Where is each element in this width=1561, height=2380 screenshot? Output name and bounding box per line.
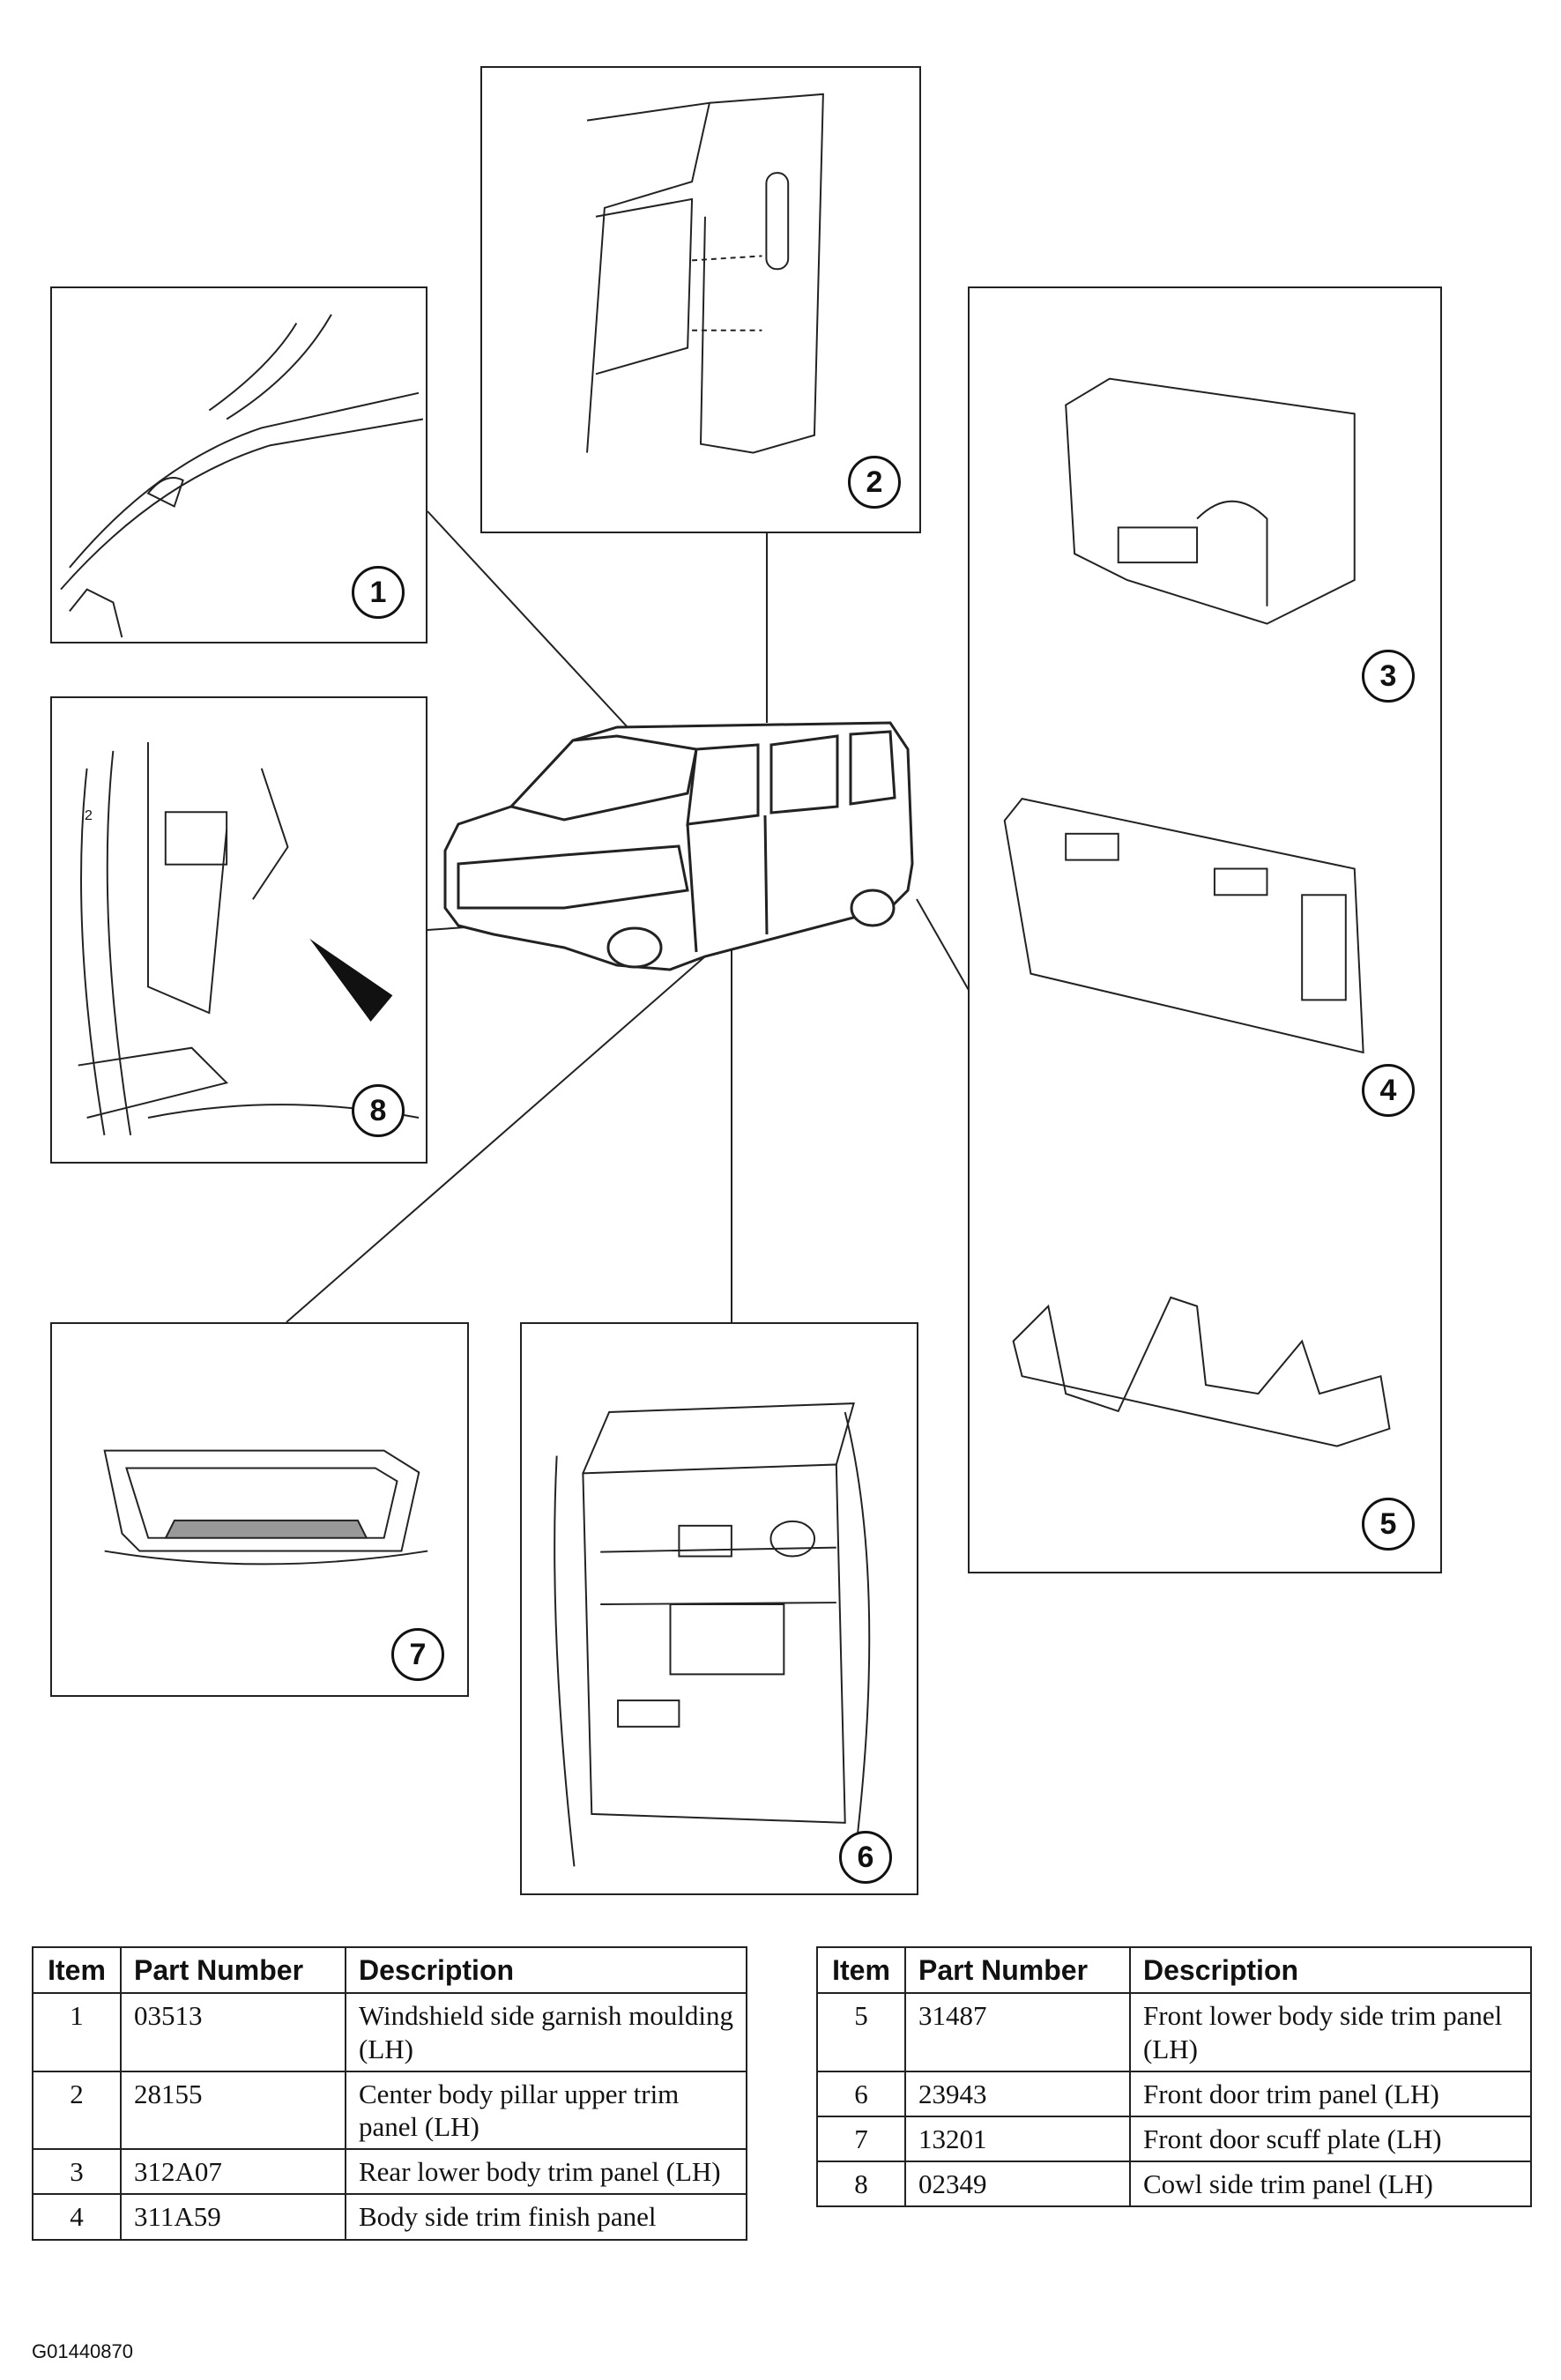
cell-item: 5 <box>816 1992 906 2072</box>
scuff-plate-illustration <box>103 1449 428 1566</box>
cell-description: Front door trim panel (LH) <box>1129 2070 1532 2117</box>
panel-item-6: 6 <box>520 1322 918 1895</box>
parts-table-right: Item Part Number Description 5 31487 Fro… <box>816 1945 1532 2208</box>
cell-item: 6 <box>816 2070 906 2117</box>
callout-2: 2 <box>848 456 901 509</box>
header-item: Item <box>32 1945 122 1995</box>
cell-item: 7 <box>816 2115 906 2163</box>
callout-5: 5 <box>1362 1498 1415 1551</box>
center-pillar-trim-illustration <box>586 93 824 454</box>
header-item: Item <box>816 1945 906 1995</box>
cell-part-number: 31487 <box>904 1992 1131 2072</box>
cowl-side-trim-illustration <box>78 742 420 1135</box>
front-door-trim-illustration <box>554 1402 871 1867</box>
table-row: 1 03513 Windshield side garnish moulding… <box>32 1992 747 2072</box>
figure-id: G01440870 <box>32 2340 133 2362</box>
rear-and-side-trim-illustration <box>1003 377 1391 1447</box>
windshield-garnish-illustration <box>60 314 424 638</box>
cell-item: 2 <box>32 2070 122 2151</box>
callout-7: 7 <box>391 1628 444 1681</box>
callout-4: 4 <box>1362 1064 1415 1117</box>
header-description: Description <box>1129 1945 1532 1995</box>
cell-description: Body side trim finish panel <box>345 2193 747 2241</box>
cell-description: Windshield side garnish moulding (LH) <box>345 1992 747 2072</box>
cell-part-number: 311A59 <box>120 2193 346 2241</box>
header-part-number: Part Number <box>120 1945 346 1995</box>
header-description: Description <box>345 1945 747 1995</box>
table-row: 4 311A59 Body side trim finish panel <box>32 2193 747 2241</box>
cell-part-number: 312A07 <box>120 2148 346 2196</box>
table-row: 2 28155 Center body pillar upper trim pa… <box>32 2070 747 2151</box>
parts-table-left: Item Part Number Description 1 03513 Win… <box>32 1945 747 2241</box>
cell-part-number: 28155 <box>120 2070 346 2151</box>
inset-label: 2 <box>85 808 93 823</box>
cell-part-number: 23943 <box>904 2070 1131 2117</box>
callout-3: 3 <box>1362 650 1415 703</box>
table-row: 7 13201 Front door scuff plate (LH) <box>816 2115 1532 2163</box>
table-row: 3 312A07 Rear lower body trim panel (LH) <box>32 2148 747 2196</box>
leader-3-4-5 <box>916 898 970 993</box>
cell-description: Rear lower body trim panel (LH) <box>345 2148 747 2196</box>
panel-item-8: 2 8 <box>50 696 427 1164</box>
header-part-number: Part Number <box>904 1945 1131 1995</box>
panel-item-1: 1 <box>50 286 427 643</box>
cell-item: 3 <box>32 2148 122 2196</box>
cell-description: Front lower body side trim panel (LH) <box>1129 1992 1532 2072</box>
cell-item: 8 <box>816 2161 906 2208</box>
cell-part-number: 02349 <box>904 2161 1131 2208</box>
cell-part-number: 13201 <box>904 2115 1131 2163</box>
cell-item: 4 <box>32 2193 122 2241</box>
table-row: 8 02349 Cowl side trim panel (LH) <box>816 2161 1532 2208</box>
panel-item-2: 2 <box>480 66 921 533</box>
table-header-row: Item Part Number Description <box>32 1945 747 1995</box>
cell-item: 1 <box>32 1992 122 2072</box>
leader-7 <box>286 956 706 1323</box>
cell-description: Front door scuff plate (LH) <box>1129 2115 1532 2163</box>
panel-items-3-4-5: 3 4 5 <box>968 286 1442 1573</box>
van-drawing <box>443 721 914 971</box>
table-row: 6 23943 Front door trim panel (LH) <box>816 2070 1532 2117</box>
table-header-row: Item Part Number Description <box>816 1945 1532 1995</box>
cell-description: Center body pillar upper trim panel (LH) <box>345 2070 747 2151</box>
panel-item-7: 7 <box>50 1322 469 1697</box>
callout-6: 6 <box>839 1831 892 1884</box>
callout-8: 8 <box>352 1084 405 1137</box>
cell-part-number: 03513 <box>120 1992 346 2072</box>
table-row: 5 31487 Front lower body side trim panel… <box>816 1992 1532 2072</box>
callout-1: 1 <box>352 566 405 619</box>
cell-description: Cowl side trim panel (LH) <box>1129 2161 1532 2208</box>
